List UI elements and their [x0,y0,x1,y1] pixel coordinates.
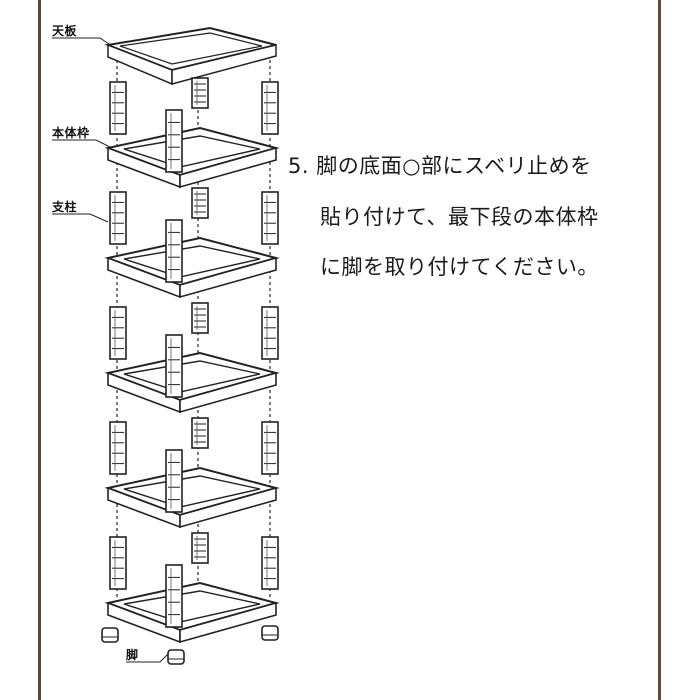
leg-foot-2 [167,649,185,665]
post-front [165,449,183,513]
instruction-line-3: に脚を取り付けてください。 [320,255,599,279]
leg-label: 脚 [126,648,139,662]
frame-border-right [658,0,661,700]
post-front [165,334,183,398]
frame-side-right [179,486,277,529]
post-left [109,306,127,360]
instruction-line-2: 貼り付けて、最下段の本体枠 [320,205,599,229]
post-right [261,421,279,475]
post-left [109,536,127,590]
post-back [191,302,209,334]
frame-border-left [38,0,41,700]
post-back [191,532,209,564]
instruction-line-1: 5. 脚の底面○部にスベリ止めを [288,154,592,178]
frame-side-right [179,371,277,414]
post-front [165,564,183,628]
post-back [191,187,209,219]
top-board-panel [104,26,277,86]
shelf-tier-2 [104,187,280,299]
leg-foot-3 [261,625,279,641]
post-back [191,77,209,109]
shelf-tier-4 [104,417,280,529]
post-front [165,109,183,173]
frame-side-right [179,146,277,189]
post-right [261,536,279,590]
shelf-tier-1 [104,77,280,189]
post-left [109,81,127,135]
leg-foot-1 [101,627,119,643]
post-right [261,306,279,360]
shelf-tier-5 [104,532,280,644]
post-left [109,191,127,245]
post-label: 支柱 [52,200,78,214]
post-right [261,81,279,135]
main-frame-label: 本体枠 [52,126,90,140]
post-right [261,191,279,245]
frame-side-right [179,601,277,644]
post-left [109,421,127,475]
post-front [165,219,183,283]
shelf-tier-3 [104,302,280,414]
post-back [191,417,209,449]
frame-side-right [179,256,277,299]
top-board-label: 天板 [52,24,78,38]
